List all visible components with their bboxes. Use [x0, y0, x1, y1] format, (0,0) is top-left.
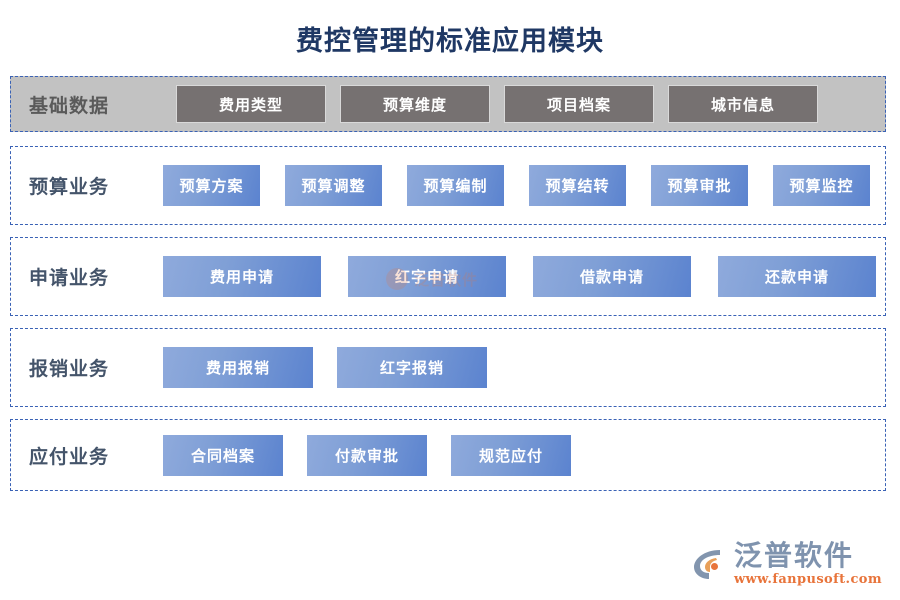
node-budget-adjustment[interactable]: 预算调整	[285, 165, 382, 206]
node-strip-payable-business: 合同档案 付款审批 规范应付	[163, 434, 885, 476]
brand-name: 泛普软件	[733, 539, 854, 572]
node-expense-type[interactable]: 费用类型	[176, 85, 326, 123]
node-loan-application[interactable]: 借款申请	[533, 256, 691, 297]
row-label-budget-business: 预算业务	[29, 176, 110, 198]
node-strip-basic-data: 费用类型 预算维度 项目档案 城市信息	[176, 85, 885, 123]
row-label-basic-data: 基础数据	[29, 94, 110, 117]
diagram-row-application-business: 申请业务 费用申请 红字申请 借款申请 还款申请	[10, 237, 886, 316]
row-label-payable-business: 应付业务	[29, 445, 110, 468]
node-budget-preparation[interactable]: 预算编制	[407, 165, 504, 206]
node-repayment-application[interactable]: 还款申请	[718, 256, 876, 297]
node-strip-application-business: 费用申请 红字申请 借款申请 还款申请	[163, 256, 885, 297]
page-title: 费控管理的标准应用模块	[296, 26, 604, 57]
row-label-reimbursement-business: 报销业务	[29, 358, 110, 380]
node-expense-reimbursement[interactable]: 费用报销	[163, 347, 313, 388]
diagram-row-payable-business: 应付业务 合同档案 付款审批 规范应付	[10, 419, 886, 491]
node-budget-dimension[interactable]: 预算维度	[340, 85, 490, 123]
node-project-archive[interactable]: 项目档案	[504, 85, 654, 123]
node-budget-monitoring[interactable]: 预算监控	[773, 165, 870, 206]
diagram-row-basic-data: 基础数据 费用类型 预算维度 项目档案 城市信息	[10, 76, 886, 132]
node-contract-archive[interactable]: 合同档案	[163, 434, 283, 476]
brand-logo: 泛普软件 www.fanpusoft.com	[690, 542, 882, 586]
node-city-info[interactable]: 城市信息	[668, 85, 818, 123]
node-budget-approval[interactable]: 预算审批	[651, 165, 748, 206]
row-label-application-business: 申请业务	[29, 267, 110, 289]
node-red-letter-application[interactable]: 红字申请	[348, 256, 506, 297]
node-payment-approval[interactable]: 付款审批	[307, 434, 427, 476]
brand-text-block: 泛普软件 www.fanpusoft.com	[733, 539, 882, 587]
fanpu-logo-icon	[690, 546, 726, 582]
node-expense-application[interactable]: 费用申请	[163, 256, 321, 297]
diagram-row-reimbursement-business: 报销业务 费用报销 红字报销	[10, 328, 886, 407]
diagram-row-budget-business: 预算业务 预算方案 预算调整 预算编制 预算结转 预算审批 预算监控	[10, 146, 886, 225]
node-standard-payable[interactable]: 规范应付	[451, 434, 571, 476]
module-diagram: 基础数据 费用类型 预算维度 项目档案 城市信息 预算业务 预算方案 预算调整 …	[10, 76, 886, 491]
node-budget-plan[interactable]: 预算方案	[163, 165, 260, 206]
node-red-letter-reimbursement[interactable]: 红字报销	[337, 347, 487, 388]
node-budget-carryover[interactable]: 预算结转	[529, 165, 626, 206]
brand-url: www.fanpusoft.com	[733, 572, 882, 587]
node-strip-budget-business: 预算方案 预算调整 预算编制 预算结转 预算审批 预算监控	[163, 165, 885, 206]
node-strip-reimbursement-business: 费用报销 红字报销	[163, 347, 885, 388]
